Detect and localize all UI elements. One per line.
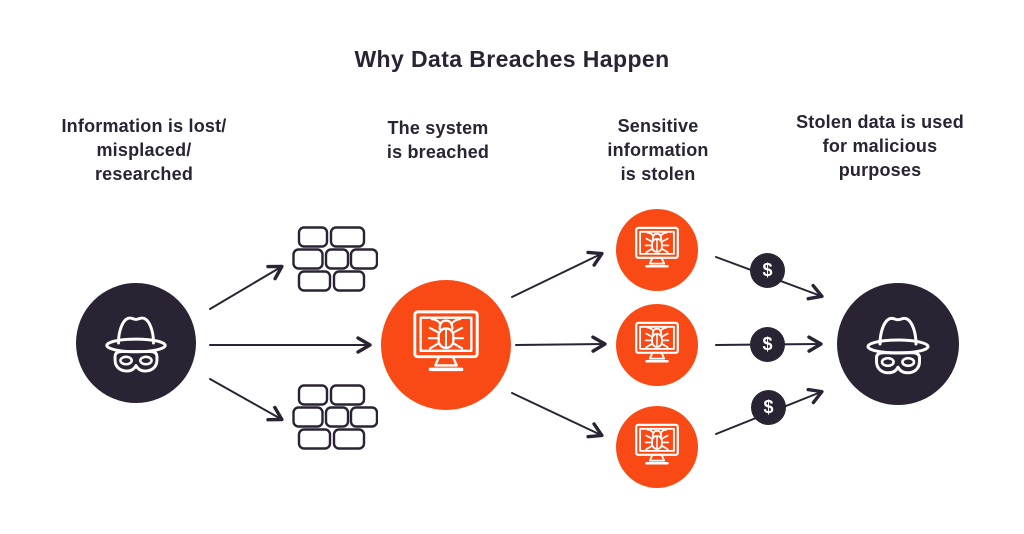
firewall-wall-icon [292, 384, 378, 450]
stolen-data-node [616, 304, 698, 386]
stolen-data-node [616, 209, 698, 291]
arrow-spy-to-wall-top [209, 264, 284, 310]
stage-label-system-breached: The system is breached [386, 118, 490, 162]
bug-monitor-icon [413, 310, 479, 372]
arrow-spy-to-wall-bottom [209, 378, 284, 422]
dollar-sign: $ [763, 397, 774, 417]
dollar-sign: $ [762, 334, 773, 354]
bug-monitor-icon [635, 423, 679, 465]
stage-label-malicious-use: Stolen data is used for malicious purpos… [796, 112, 964, 180]
malicious-actor-node [837, 283, 959, 405]
stage-label-information-lost: Information is lost/ misplaced/ research… [61, 116, 227, 184]
spy-icon [866, 316, 930, 375]
stolen-data-node [616, 406, 698, 488]
arrow-system-to-stolen-middle [515, 335, 607, 353]
bug-monitor-icon [635, 321, 679, 363]
dollar-sign: $ [762, 260, 773, 280]
money-badge: $ [750, 253, 785, 288]
money-badge: $ [751, 390, 786, 425]
stage-label-information-stolen: Sensitive information is stolen [607, 116, 709, 184]
diagram-title: Why Data Breaches Happen [354, 46, 670, 72]
bug-monitor-icon [635, 226, 679, 268]
arrow-system-to-stolen-bottom [511, 392, 604, 439]
breached-system-node [381, 280, 511, 410]
arrow-system-to-stolen-top [511, 250, 604, 298]
attacker-node [76, 283, 196, 403]
money-badge: $ [750, 327, 785, 362]
spy-icon [105, 316, 167, 373]
firewall-wall-icon [292, 226, 378, 292]
